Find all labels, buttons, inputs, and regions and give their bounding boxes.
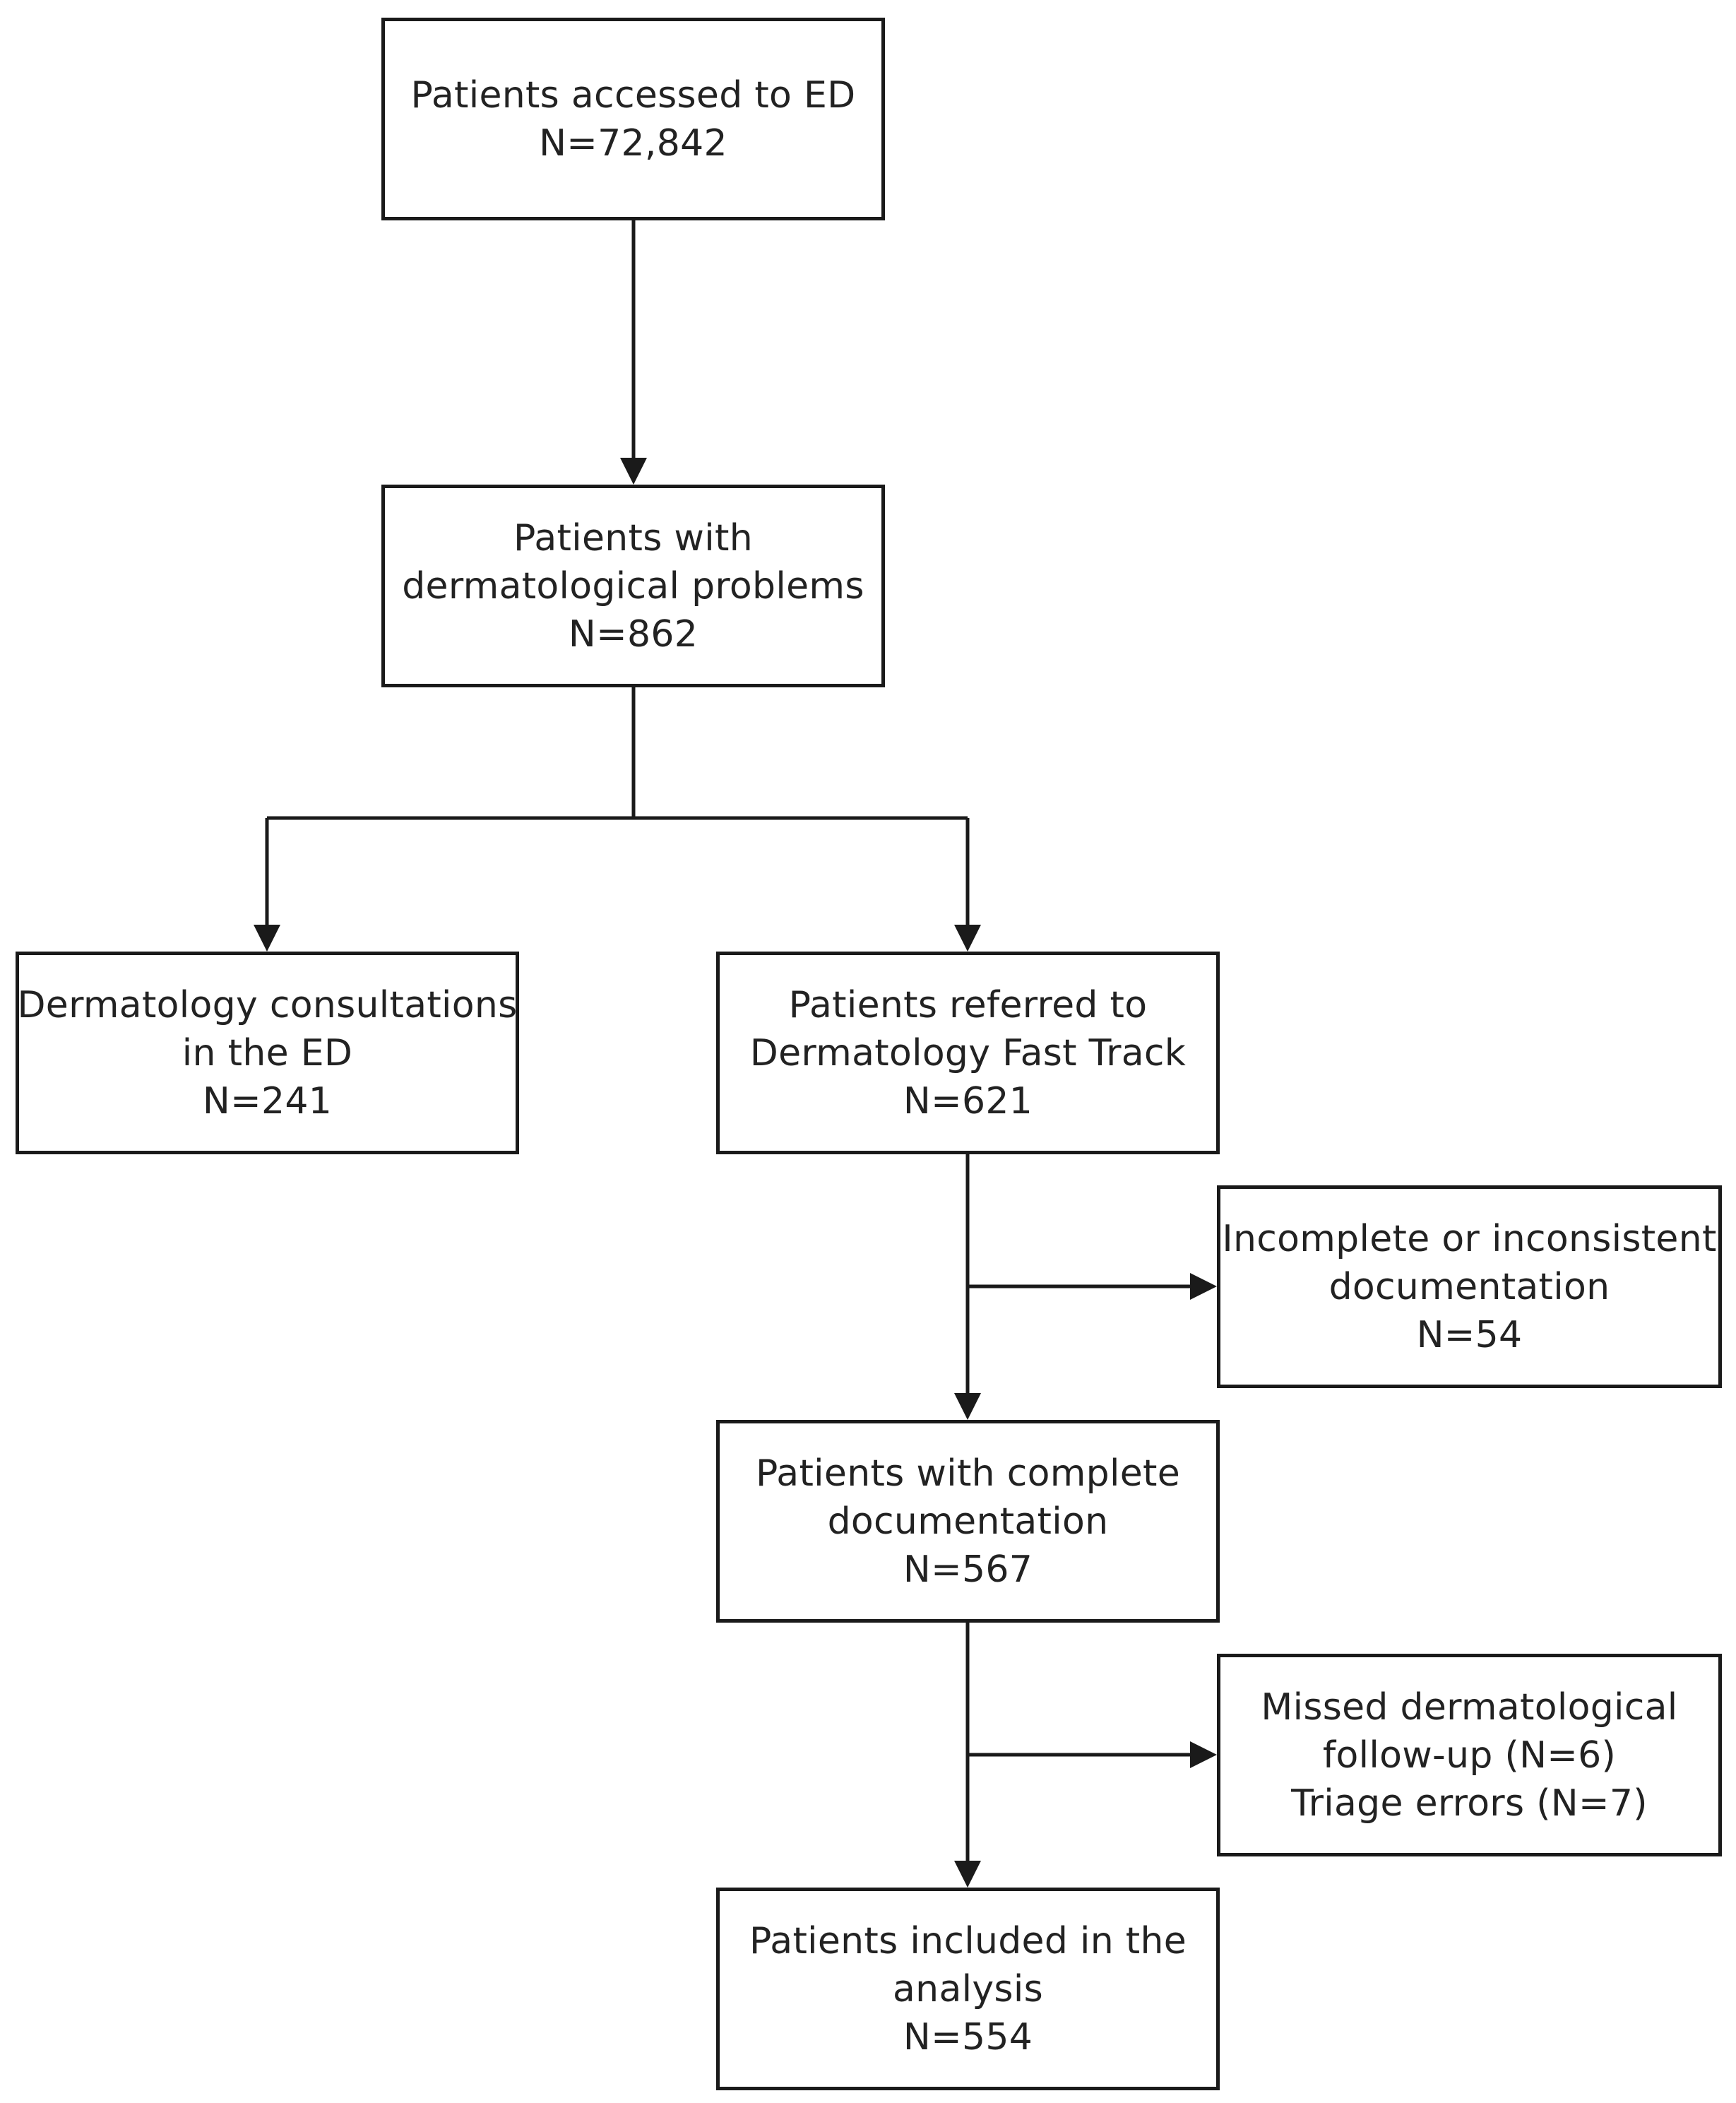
node-line: Dermatology Fast Track [749, 1031, 1187, 1074]
arrowhead-included [954, 1861, 981, 1888]
arrowhead-incomplete [1190, 1273, 1217, 1300]
node-fast-track: Patients referred to Dermatology Fast Tr… [716, 952, 1220, 1154]
node-line: in the ED [182, 1031, 353, 1074]
arrowhead-complete [954, 1393, 981, 1420]
node-dermatology-consultations: Dermatology consultations in the ED N=24… [16, 952, 519, 1154]
node-line: Triage errors (N=7) [1291, 1782, 1648, 1825]
node-count: N=621 [903, 1079, 1033, 1122]
node-line: documentation [1328, 1265, 1610, 1308]
node-included-analysis: Patients included in the analysis N=554 [716, 1888, 1220, 2090]
node-complete-documentation: Patients with complete documentation N=5… [716, 1420, 1220, 1623]
node-dermatological-problems: Patients with dermatological problems N=… [381, 485, 885, 687]
node-line: Patients included in the [749, 1919, 1187, 1962]
node-line: Patients referred to [788, 983, 1148, 1026]
node-count: N=72,842 [539, 122, 727, 165]
arrowhead-derm [620, 458, 647, 485]
node-line: Incomplete or inconsistent [1222, 1217, 1717, 1260]
node-patients-accessed-ed: Patients accessed to ED N=72,842 [381, 18, 885, 220]
node-line: Patients accessed to ED [410, 73, 856, 117]
node-line: dermatological problems [402, 564, 864, 608]
node-count: N=554 [903, 2015, 1033, 2058]
node-incomplete-documentation: Incomplete or inconsistent documentation… [1217, 1185, 1722, 1388]
arrowhead-consult [254, 925, 280, 952]
node-count: N=862 [568, 612, 698, 656]
node-count: N=241 [202, 1079, 333, 1122]
arrowhead-fasttrack [954, 925, 981, 952]
node-count: N=54 [1416, 1313, 1523, 1356]
node-line: Dermatology consultations [17, 983, 518, 1026]
node-line: analysis [893, 1967, 1043, 2010]
node-line: documentation [827, 1500, 1109, 1543]
node-count: N=567 [903, 1548, 1033, 1591]
arrowhead-missed [1190, 1741, 1217, 1768]
node-line: Patients with complete [755, 1452, 1181, 1495]
node-line: Patients with [513, 516, 753, 559]
node-line: Missed dermatological [1261, 1686, 1678, 1729]
node-line: follow-up (N=6) [1322, 1734, 1617, 1777]
node-missed-followup: Missed dermatological follow-up (N=6) Tr… [1217, 1654, 1722, 1856]
